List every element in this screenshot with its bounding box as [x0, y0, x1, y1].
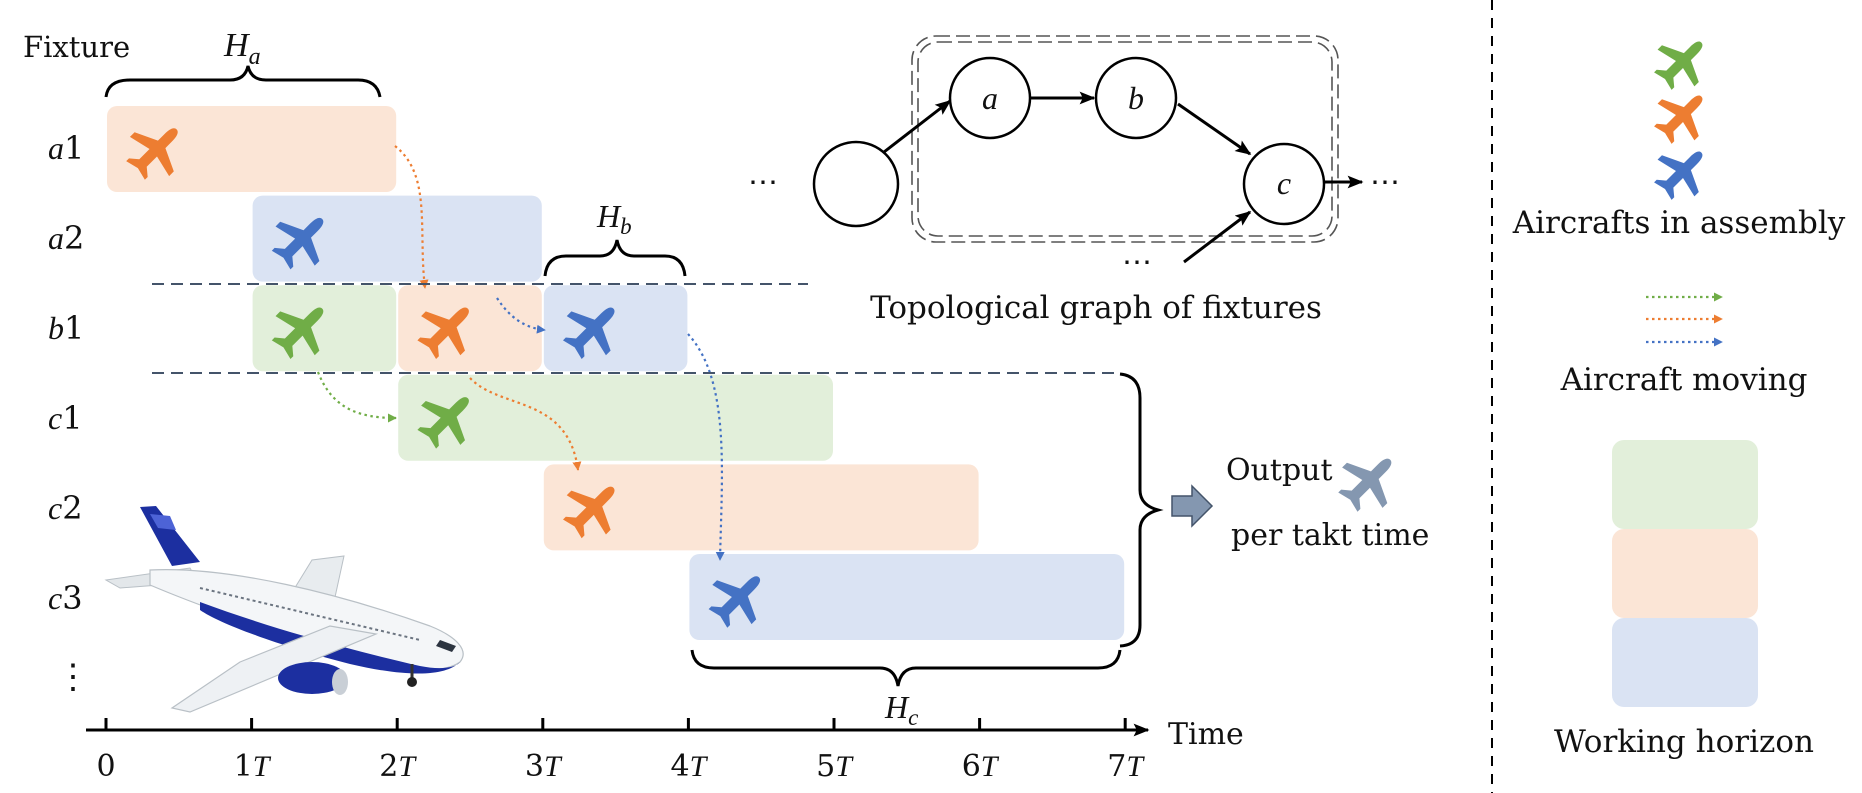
legend-swatch-orange — [1612, 529, 1758, 618]
graph-node-c — [1242, 142, 1326, 226]
edge-in-to-c — [1183, 210, 1252, 264]
fixture-label-c3: c3 — [48, 579, 83, 617]
brace-c-vertical — [1119, 372, 1164, 648]
move-arrow-green-b1-c1 — [316, 371, 397, 423]
schedule-bars — [107, 106, 1125, 640]
legend: Aircrafts in assembly Aircraft moving Wo… — [1512, 24, 1846, 760]
fixture-labels: a1 a2 b1 c1 c2 c3 ⋮ — [48, 129, 90, 697]
graph-ellipsis-right: ⋯ — [1370, 165, 1400, 200]
graph-group-box-outer — [911, 35, 1339, 243]
horizon-label-c: Hc — [884, 689, 918, 730]
brace-a — [104, 65, 382, 98]
brace-c-horizontal — [690, 649, 1122, 687]
schedule-bar-blue — [689, 554, 1125, 640]
schedule-bar-green — [252, 285, 397, 372]
move-arrow-orange-a1-b1 — [394, 145, 429, 289]
horizon-label-b: Hb — [596, 198, 632, 239]
graph-group-box-inner — [917, 41, 1333, 237]
legend-swatch-blue — [1612, 618, 1758, 707]
legend-plane-blue-icon — [1644, 134, 1720, 210]
output-group: Output per takt time — [1171, 439, 1429, 553]
time-tick-label: 3T — [525, 749, 563, 784]
time-tick-label: 4T — [671, 749, 709, 784]
fixture-more: ⋮ — [56, 657, 90, 697]
output-label: Output — [1226, 453, 1333, 488]
schedule-bar-orange — [543, 464, 979, 551]
graph-node-a-label: a — [982, 80, 998, 116]
graph-node-b-label: b — [1128, 80, 1144, 116]
fixture-label-b1: b1 — [48, 309, 84, 347]
fixture-label-a2: a2 — [48, 219, 84, 257]
graph-node-start — [812, 140, 900, 228]
legend-moving-label: Aircraft moving — [1560, 362, 1808, 398]
legend-horizon-label: Working horizon — [1554, 724, 1814, 760]
schedule-bar-green — [398, 374, 833, 461]
time-tick-label: 7T — [1107, 749, 1145, 784]
fixture-label-a1: a1 — [48, 129, 84, 167]
edge-b-to-c — [1177, 102, 1252, 156]
graph-ellipsis-bottom: ⋯ — [1122, 245, 1152, 280]
legend-plane-green-icon — [1644, 24, 1720, 100]
move-arrow-blue-a2-b1 — [496, 297, 546, 334]
fixture-label-c2: c2 — [48, 489, 83, 527]
time-axis-ticks: 0 1T 2T 3T 4T 5T 6T 7T — [96, 718, 1145, 784]
time-tick-label: 5T — [816, 749, 854, 784]
graph-caption: Topological graph of fixtures — [870, 290, 1322, 326]
schedule-bar-blue — [252, 195, 542, 282]
graph-node-c-label: c — [1277, 165, 1291, 201]
output-plane-icon — [1327, 439, 1411, 523]
aircraft-illustration — [104, 506, 464, 713]
graph-ellipsis-left: ⋯ — [748, 165, 778, 200]
time-axis: 0 1T 2T 3T 4T 5T 6T 7T Time — [86, 717, 1244, 784]
edge-start-to-a — [883, 99, 952, 154]
time-tick-label: 2T — [379, 749, 417, 784]
legend-aircraft-label: Aircrafts in assembly — [1512, 205, 1846, 241]
fixture-header: Fixture — [23, 30, 130, 64]
move-arrow-orange-b1-c2 — [469, 377, 582, 471]
output-arrow-icon — [1171, 484, 1214, 528]
output-rate-label: per takt time — [1231, 518, 1429, 553]
time-tick-label: 6T — [962, 749, 1000, 784]
schedule-bar-orange — [107, 106, 397, 192]
time-tick-label: 0 — [96, 749, 115, 784]
graph-node-b — [1094, 56, 1178, 140]
legend-swatch-green — [1612, 440, 1758, 529]
topology-graph: a b c ⋯ ⋯ ⋯ Topological graph of fixture… — [748, 35, 1400, 326]
brace-b — [543, 239, 687, 277]
schedule-bar-orange — [398, 285, 542, 372]
moving-arrows — [316, 145, 725, 561]
graph-node-a — [948, 56, 1032, 140]
horizon-braces — [104, 65, 1164, 687]
move-arrow-blue-b1-c3 — [687, 333, 725, 561]
fixture-label-c1: c1 — [48, 399, 83, 437]
time-tick-label: 1T — [234, 749, 272, 784]
schedule-bar-blue — [543, 285, 688, 372]
legend-plane-orange-icon — [1644, 78, 1720, 154]
horizon-label-a: Ha — [223, 27, 261, 70]
time-axis-label: Time — [1168, 717, 1244, 752]
